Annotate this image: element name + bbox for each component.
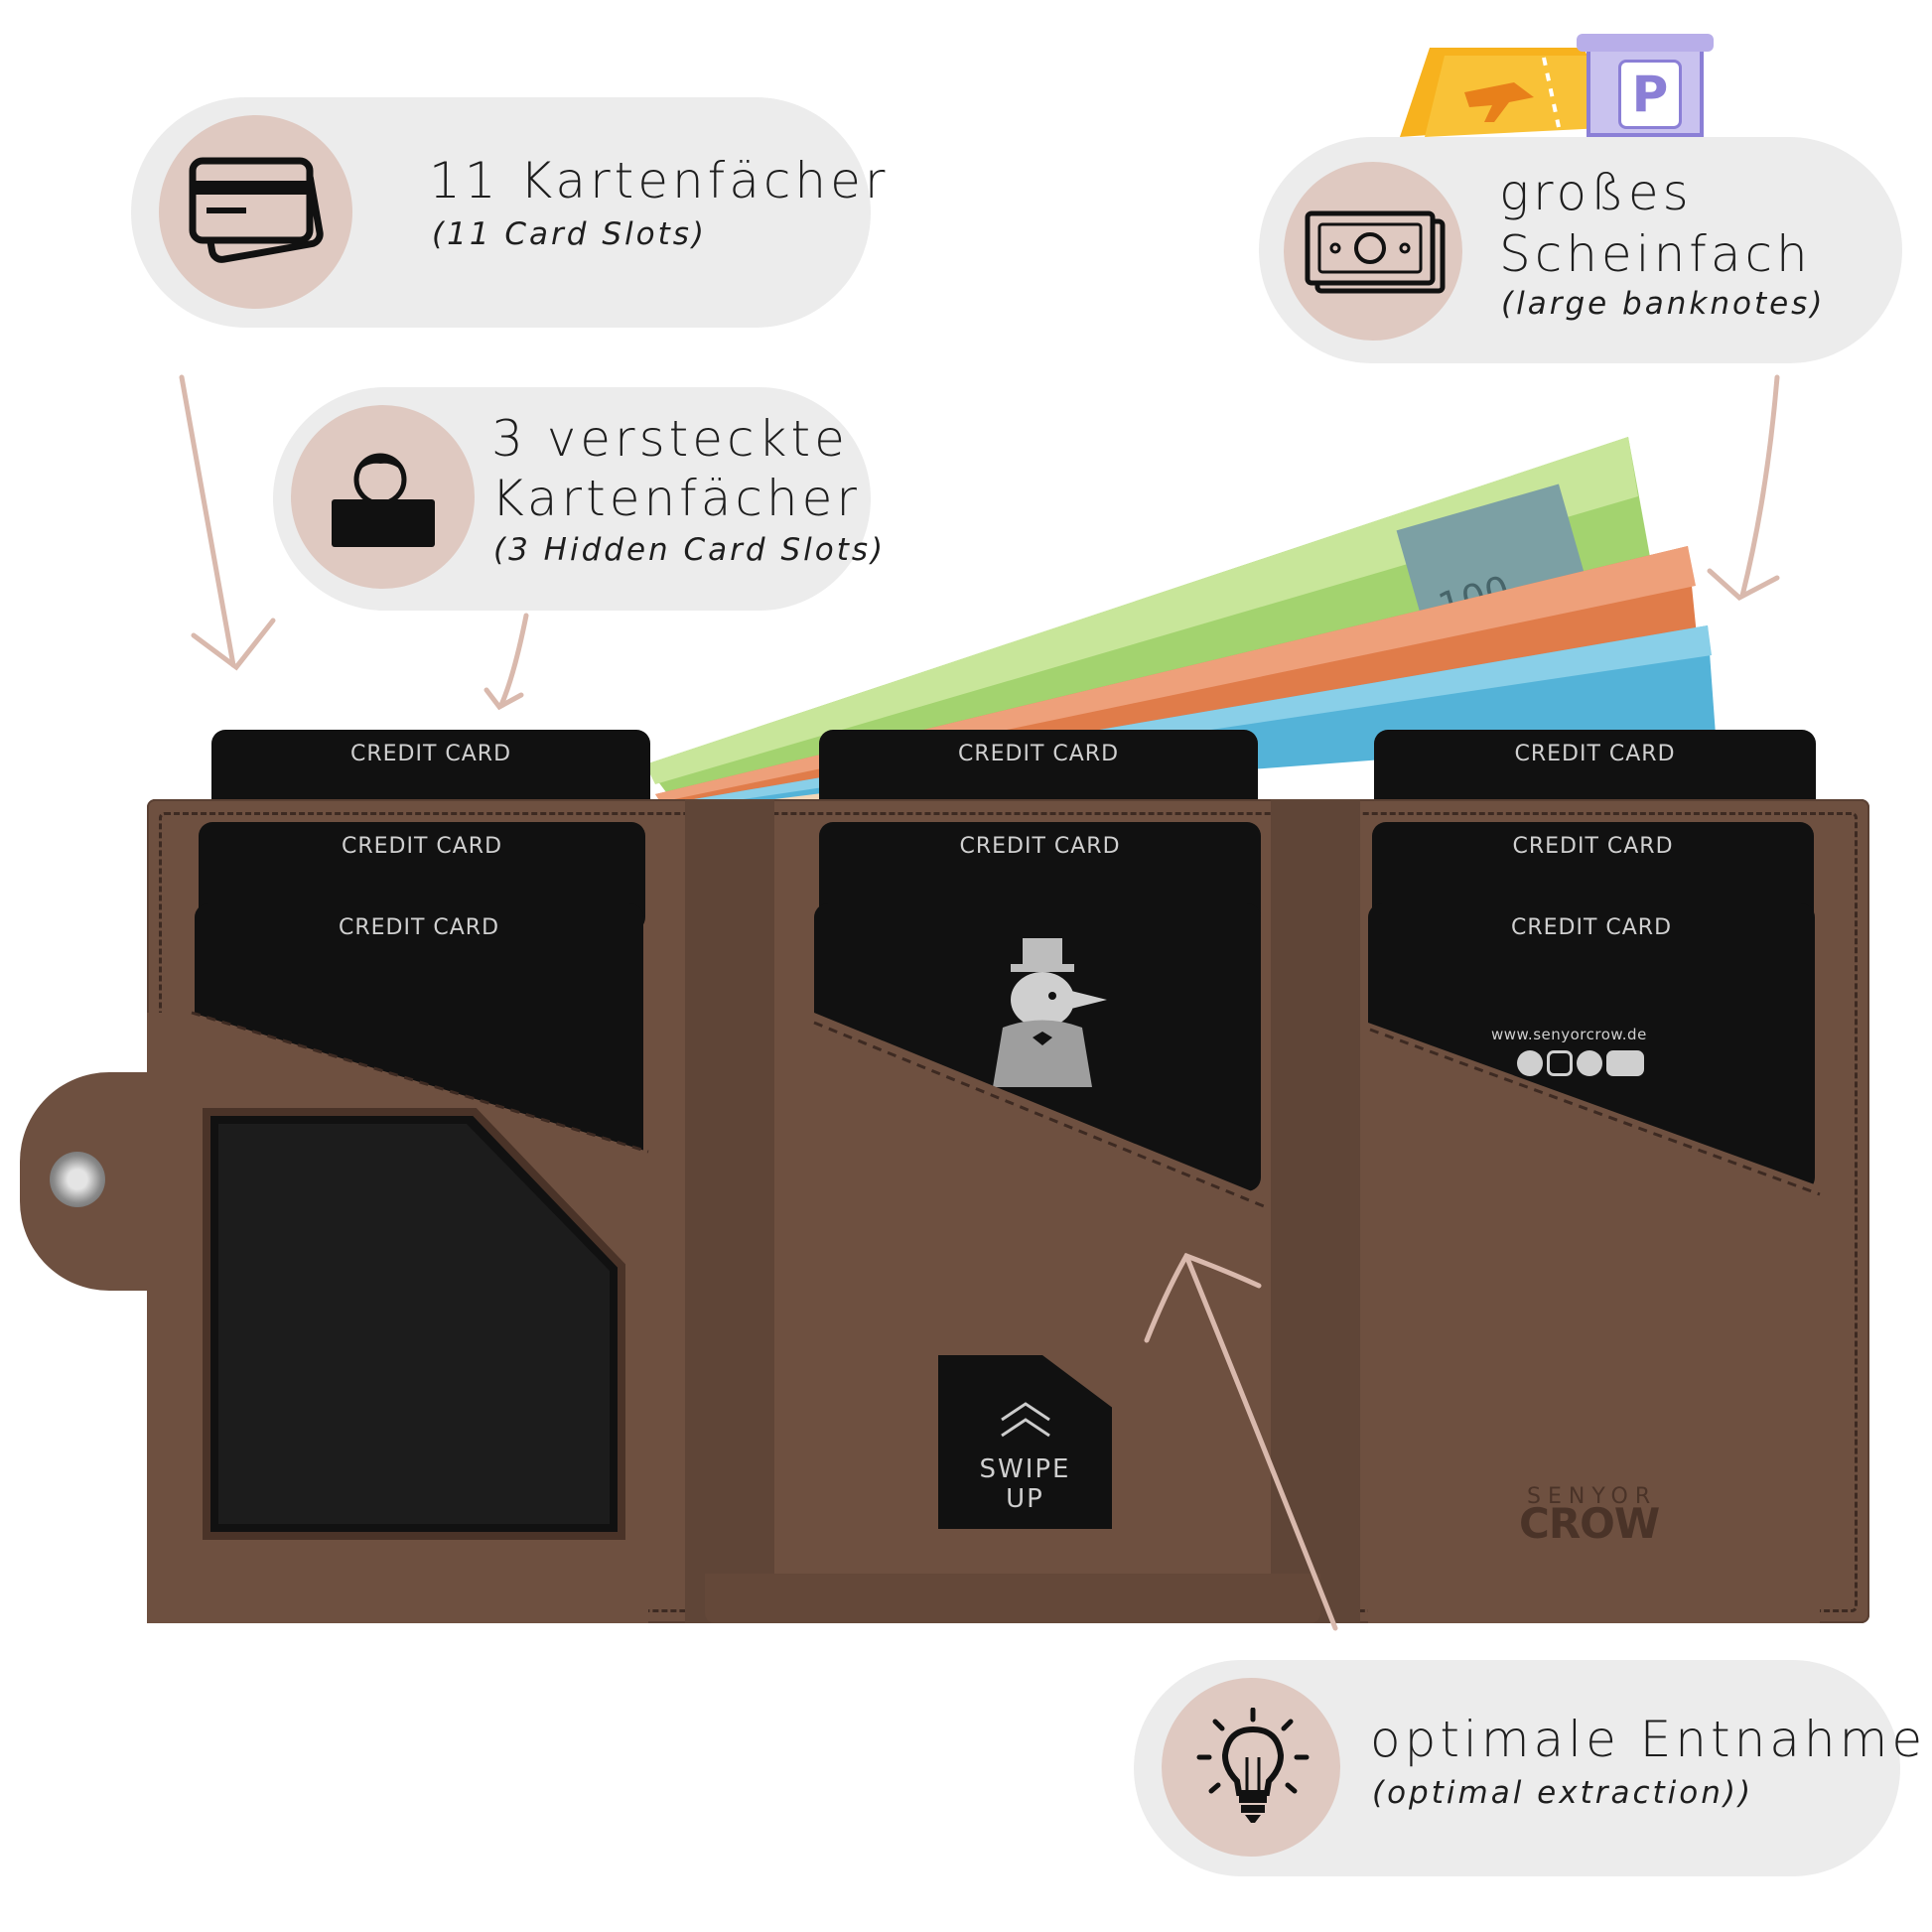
hidden-slots-subtitle: (3 Hidden Card Slots) <box>493 532 887 568</box>
wallet-pockets <box>147 1011 1821 1623</box>
youtube-icon[interactable] <box>1606 1050 1644 1076</box>
website-text: www.senyorcrow.de <box>1491 1026 1647 1043</box>
hidden-slots-title-2: Kartenfächer <box>491 470 861 527</box>
social-icons <box>1517 1050 1644 1076</box>
lightbulb-icon-circle <box>1162 1678 1340 1857</box>
credit-card-icon <box>189 157 324 263</box>
parking-icon: P <box>1577 34 1714 137</box>
snap-button[interactable] <box>50 1152 105 1207</box>
lightbulb-icon <box>1196 1708 1310 1823</box>
chevron-up-icon <box>1001 1402 1050 1438</box>
brand-emboss-bottom: CROW <box>1519 1499 1660 1548</box>
parking-letter: P <box>1618 60 1682 129</box>
panel-divider-left <box>685 799 774 1623</box>
extraction-subtitle: (optimal extraction)) <box>1372 1775 1754 1811</box>
plane-ticket-icon <box>1400 48 1623 137</box>
credit-card-icon-circle <box>159 115 352 309</box>
card-slots-subtitle: (11 Card Slots) <box>432 216 707 252</box>
feature-extraction: optimale Entnahme (optimal extraction)) <box>1134 1660 1922 1876</box>
banknote-icon-circle <box>1284 162 1462 341</box>
panel-divider-right <box>1271 799 1360 1623</box>
swipe-label-2: UP <box>1006 1484 1044 1514</box>
banknote-icon <box>1305 210 1446 294</box>
crow-logo-icon <box>993 938 1107 1087</box>
swipe-up-tab[interactable]: SWIPE UP <box>938 1355 1112 1529</box>
facebook-icon[interactable] <box>1517 1050 1543 1076</box>
banknotes-title-1: großes <box>1499 164 1693 221</box>
banknotes-subtitle: (large banknotes) <box>1501 286 1826 322</box>
feature-card-slots: 11 Kartenfächer (11 Card Slots) <box>131 97 885 328</box>
hidden-person-icon-circle <box>291 405 475 589</box>
banknotes-title-2: Scheinfach <box>1499 225 1812 283</box>
hidden-slots-title-1: 3 versteckte <box>491 410 849 468</box>
extraction-title: optimale Entnahme <box>1370 1711 1927 1768</box>
feature-banknotes: großes Scheinfach (large banknotes) <box>1259 137 1902 363</box>
instagram-icon[interactable] <box>1547 1050 1573 1076</box>
pinterest-icon[interactable] <box>1577 1050 1602 1076</box>
hidden-person-icon <box>332 453 435 547</box>
card-slots-title: 11 Kartenfächer <box>429 152 890 209</box>
swipe-label-1: SWIPE <box>979 1454 1071 1484</box>
brand-emboss-top: SENYOR <box>1527 1484 1658 1509</box>
wallet-bottom-fold <box>705 1574 1320 1623</box>
feature-hidden-slots: 3 versteckte Kartenfächer (3 Hidden Card… <box>273 387 883 611</box>
